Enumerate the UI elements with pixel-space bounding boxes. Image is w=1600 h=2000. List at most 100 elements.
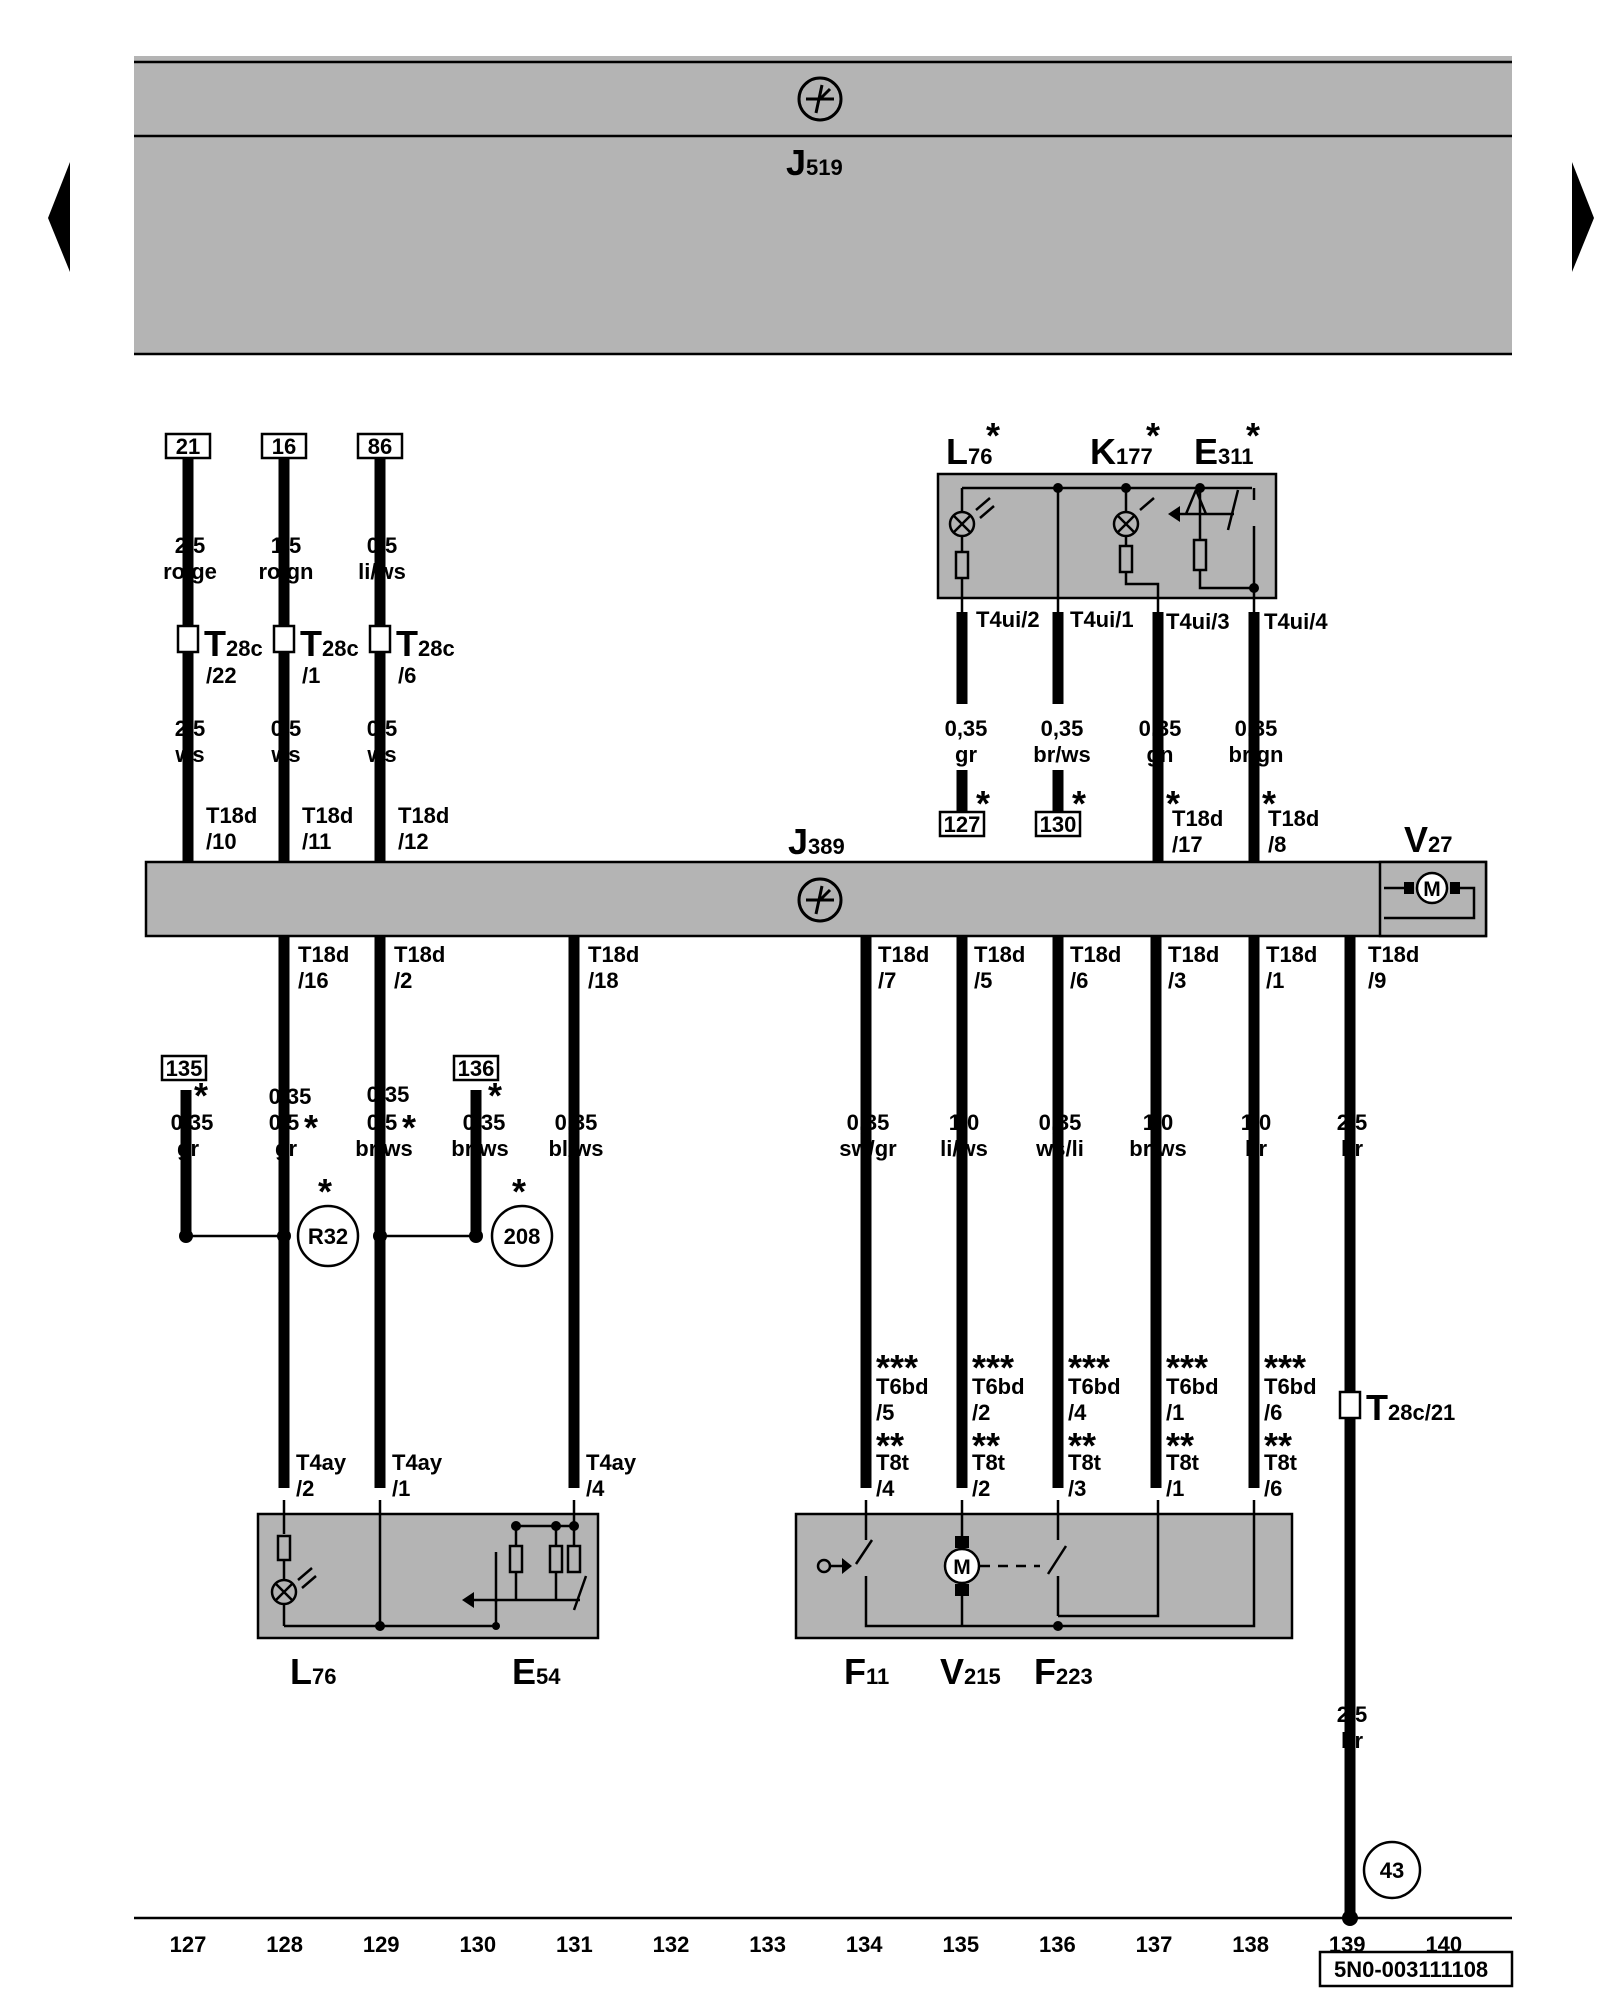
k177-label: K177 [1090, 431, 1153, 472]
svg-text:T6bd: T6bd [1264, 1374, 1317, 1399]
svg-text:/4: /4 [876, 1476, 895, 1501]
motor-icon-v215: M [953, 1556, 971, 1579]
svg-text:T4ui/3: T4ui/3 [1166, 609, 1230, 634]
svg-text:/6: /6 [398, 663, 416, 688]
svg-text:/22: /22 [206, 663, 237, 688]
svg-text:2,5: 2,5 [175, 533, 206, 558]
scale-label: 127 [170, 1932, 207, 1957]
svg-text:1,0: 1,0 [949, 1110, 980, 1135]
svg-text:br: br [1245, 1136, 1267, 1161]
svg-text:gr: gr [275, 1136, 297, 1161]
svg-text:br/ws: br/ws [451, 1136, 508, 1161]
svg-text:T8t: T8t [972, 1450, 1006, 1475]
svg-text:0,35: 0,35 [555, 1110, 598, 1135]
svg-text:T4ui/4: T4ui/4 [1264, 609, 1328, 634]
svg-text:***: *** [876, 1347, 918, 1388]
svg-text:1,0: 1,0 [1241, 1110, 1272, 1135]
window-motor-module: M F11 V215 F223 [794, 1500, 1294, 1692]
svg-text:T8t: T8t [1166, 1450, 1200, 1475]
svg-text:0,35: 0,35 [945, 716, 988, 741]
svg-text:gr: gr [955, 742, 977, 767]
next-page-icon[interactable] [1572, 162, 1594, 272]
j519-module [134, 56, 1512, 354]
svg-text:T18d: T18d [588, 942, 639, 967]
svg-text:*: * [1166, 783, 1180, 824]
scale-label: 128 [266, 1932, 303, 1957]
svg-text:T8t: T8t [1264, 1450, 1298, 1475]
svg-text:*: * [304, 1107, 318, 1148]
svg-text:0,5: 0,5 [269, 1110, 300, 1135]
svg-text:ws/li: ws/li [1035, 1136, 1084, 1161]
svg-text:/3: /3 [1068, 1476, 1086, 1501]
l76-bottom-label: L76 [290, 1651, 336, 1692]
svg-text:/2: /2 [296, 1476, 314, 1501]
control-unit-icon [797, 76, 843, 122]
svg-text:li/ws: li/ws [358, 559, 406, 584]
svg-text:**: ** [1166, 1425, 1194, 1466]
doc-id: 5N0-003111108 [1334, 1957, 1488, 1982]
svg-text:gr: gr [177, 1136, 199, 1161]
e54-label: E54 [512, 1651, 561, 1692]
svg-text:/6: /6 [1070, 968, 1088, 993]
bottom-left-wires: T18d /16 T18d /2 T18d /18 135 136 * * 0,… [160, 936, 639, 1501]
svg-text:ws: ws [270, 742, 300, 767]
prev-page-icon[interactable] [48, 162, 70, 272]
svg-text:/12: /12 [398, 829, 429, 854]
svg-text:/2: /2 [972, 1400, 990, 1425]
svg-text:br/gn: br/gn [1229, 742, 1284, 767]
bottom-right-wires: T18d /7 T18d /5 T18d /6 T18d /3 T18d /1 … [839, 936, 1317, 1501]
svg-text:M: M [1423, 878, 1441, 901]
l76-top-label: L76 [946, 431, 992, 472]
svg-text:bl/ws: bl/ws [548, 1136, 603, 1161]
svg-text:br/ws: br/ws [1129, 1136, 1186, 1161]
svg-text:0,35: 0,35 [1235, 716, 1278, 741]
svg-text:ws: ws [174, 742, 204, 767]
scale-label: 132 [653, 1932, 690, 1957]
svg-text:*: * [986, 415, 1000, 456]
ref-86: 86 [368, 434, 392, 459]
svg-text:gn: gn [1147, 742, 1174, 767]
svg-text:*: * [318, 1171, 332, 1212]
svg-text:***: *** [972, 1347, 1014, 1388]
svg-text:**: ** [876, 1425, 904, 1466]
svg-text:***: *** [1068, 1347, 1110, 1388]
svg-text:T18d: T18d [206, 803, 257, 828]
svg-text:br/ws: br/ws [355, 1136, 412, 1161]
svg-text:/1: /1 [1266, 968, 1284, 993]
svg-text:/16: /16 [298, 968, 329, 993]
scale-label: 130 [459, 1932, 496, 1957]
e311-label: E311 [1194, 431, 1254, 472]
svg-text:0,35: 0,35 [1139, 716, 1182, 741]
svg-text:*: * [1146, 415, 1160, 456]
svg-text:T4ay: T4ay [586, 1450, 637, 1475]
ref-136: 136 [458, 1056, 495, 1081]
switch-module-bottom-left: L76 E54 [256, 1500, 600, 1692]
svg-text:T4ui/2: T4ui/2 [976, 607, 1040, 632]
svg-text:/5: /5 [876, 1400, 894, 1425]
svg-text:T8t: T8t [876, 1450, 910, 1475]
svg-text:2,5: 2,5 [1337, 1110, 1368, 1135]
ground-wire: T18d /9 2,5 br T28c/21 2,5 br 43 [1337, 936, 1455, 1926]
svg-text:*: * [1262, 783, 1276, 824]
scale-label: 131 [556, 1932, 593, 1957]
svg-text:/6: /6 [1264, 1476, 1282, 1501]
scale-label: 137 [1136, 1932, 1173, 1957]
svg-text:T18d: T18d [302, 803, 353, 828]
svg-text:ro/gn: ro/gn [259, 559, 314, 584]
scale-label: 129 [363, 1932, 400, 1957]
scale-label: 133 [749, 1932, 786, 1957]
svg-text:/8: /8 [1268, 832, 1286, 857]
svg-text:/3: /3 [1168, 968, 1186, 993]
scale-label: 135 [942, 1932, 979, 1957]
svg-text:T18d: T18d [974, 942, 1025, 967]
svg-text:/2: /2 [394, 968, 412, 993]
svg-text:T6bd: T6bd [972, 1374, 1025, 1399]
svg-text:0,5: 0,5 [367, 716, 398, 741]
f223-label: F223 [1034, 1651, 1093, 1692]
svg-text:T4ui/1: T4ui/1 [1070, 607, 1134, 632]
svg-text:***: *** [1166, 1347, 1208, 1388]
svg-text:/2: /2 [972, 1476, 990, 1501]
top-left-wires: 21 16 86 2,5 ro/ge 1,5 ro/gn 0,5 li/ws T… [163, 432, 455, 862]
